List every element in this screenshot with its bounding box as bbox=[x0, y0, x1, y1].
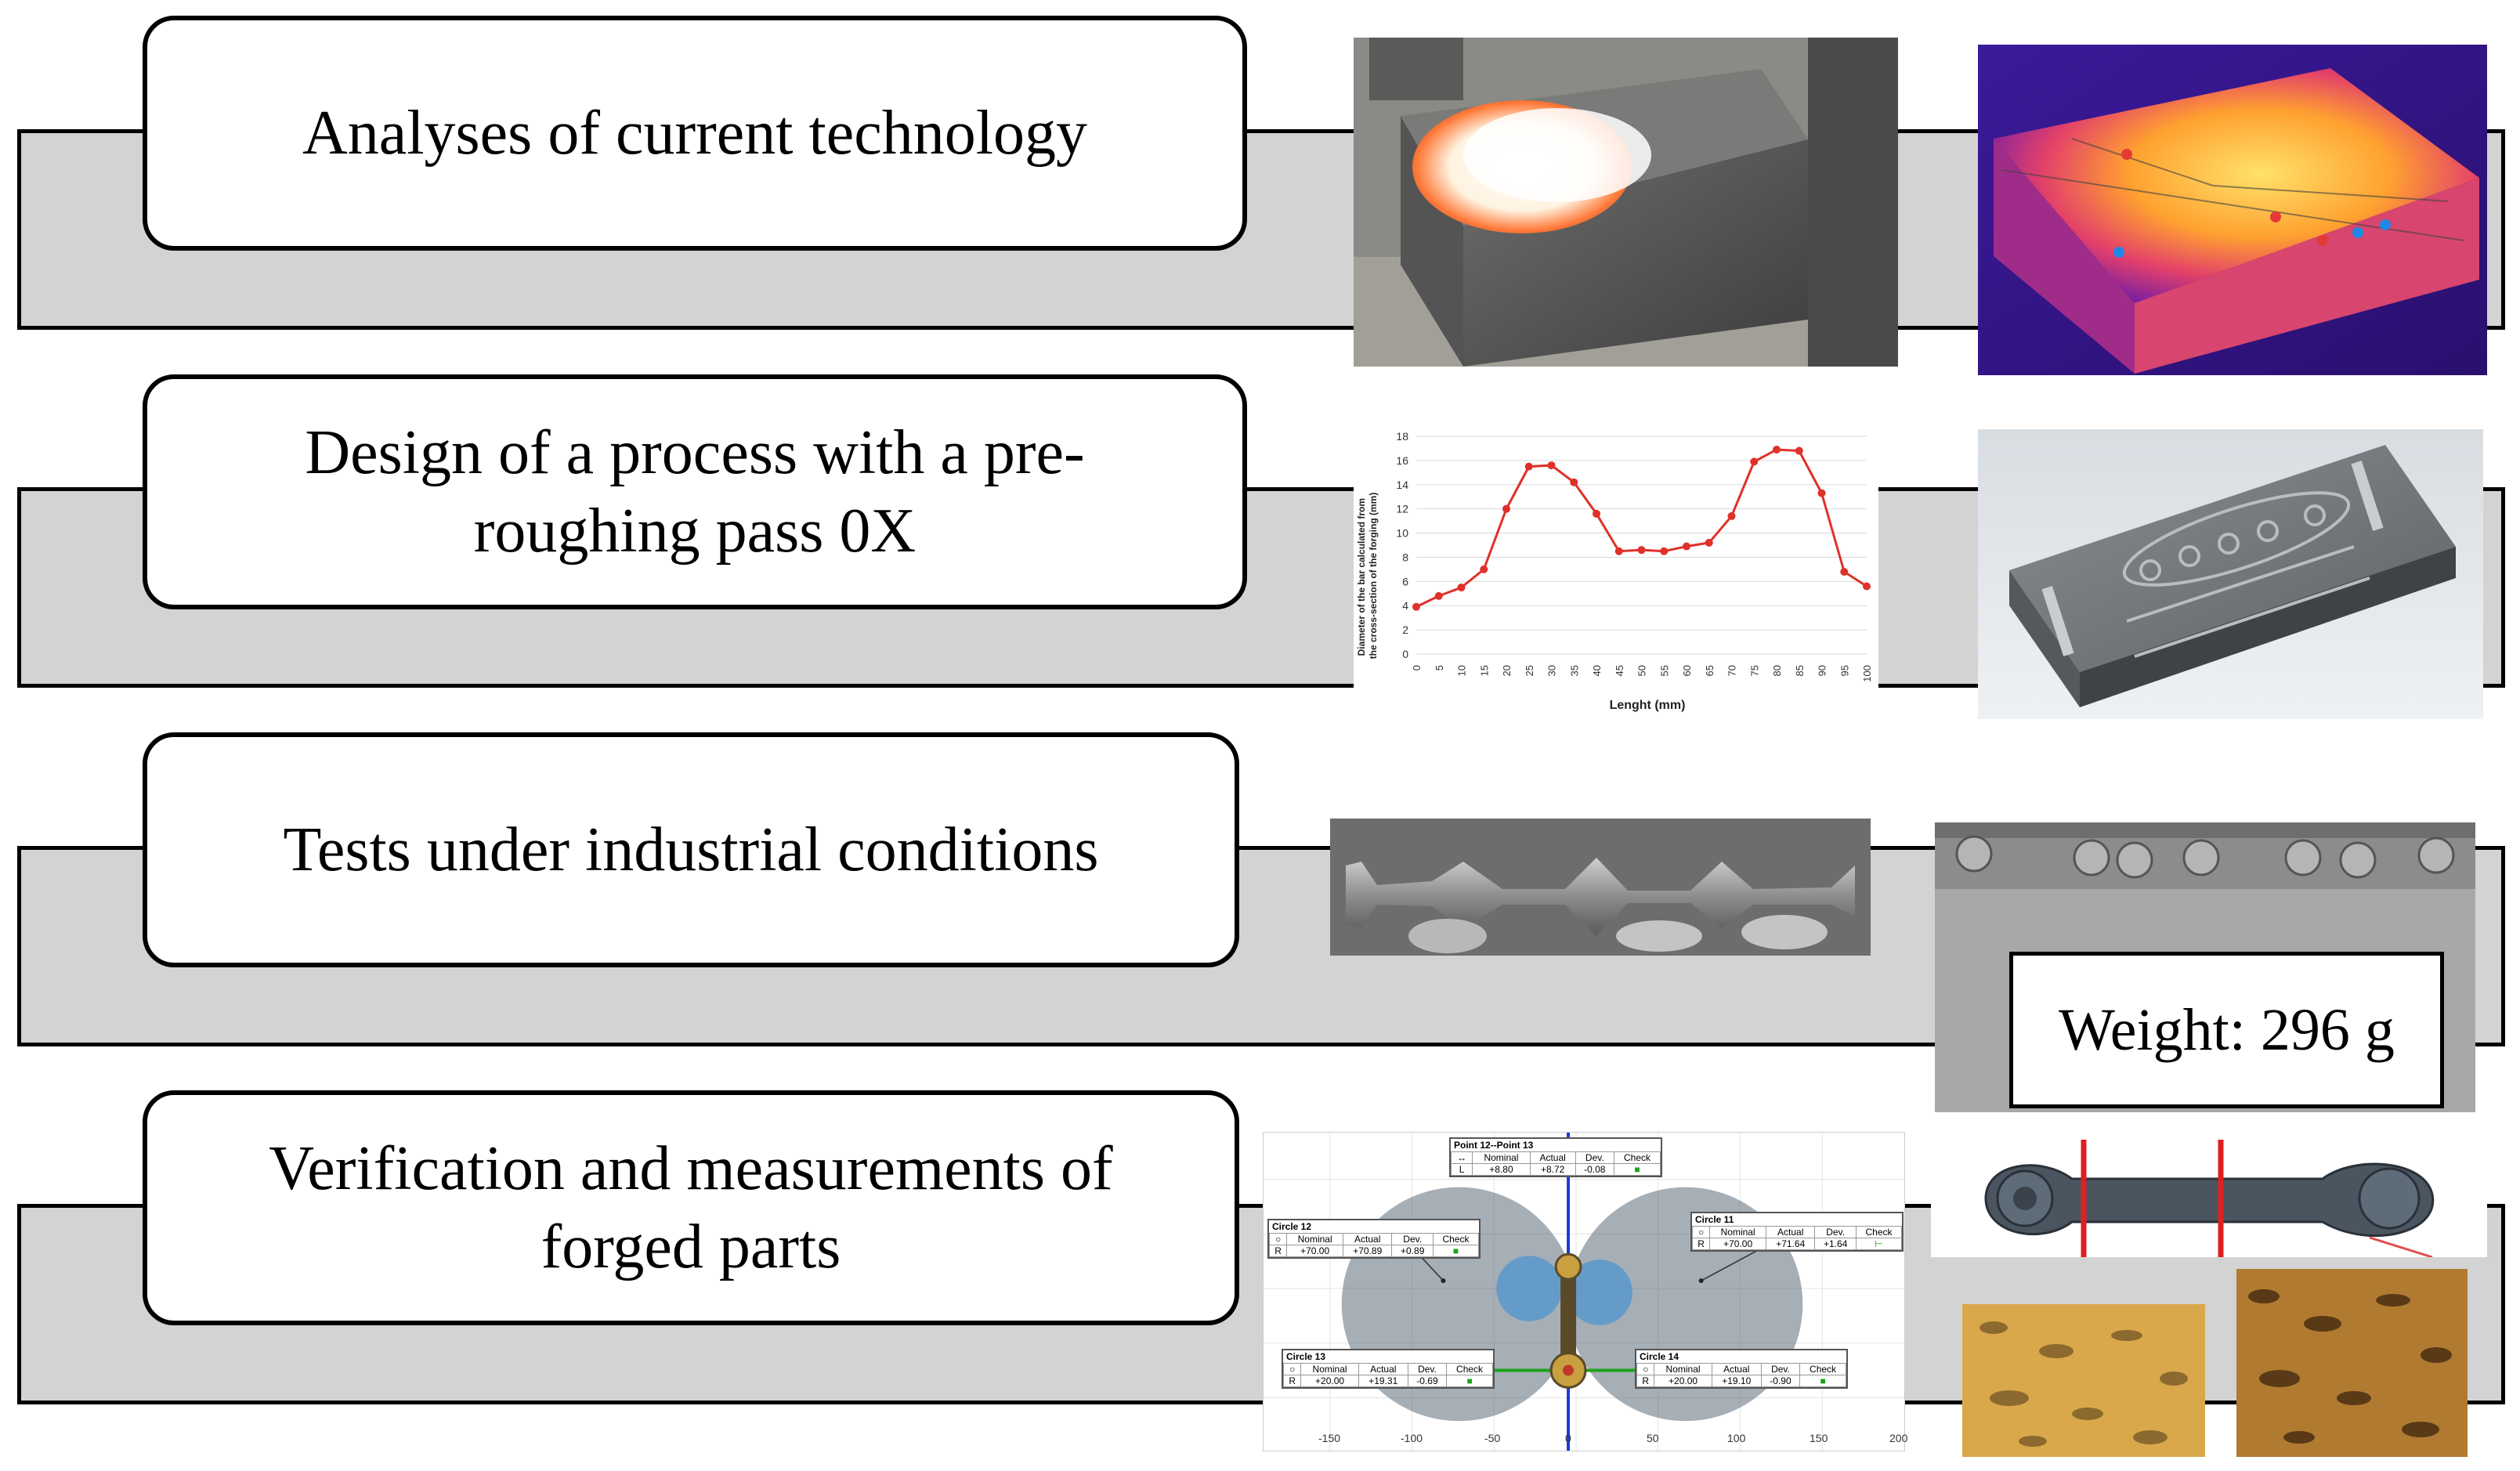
measurement-table-circle-14: Circle 14 ○ Nominal Actual Dev. Check R … bbox=[1635, 1349, 1848, 1389]
chart-x-tick-label: 30 bbox=[1546, 665, 1558, 676]
chart-x-tick-label: 40 bbox=[1591, 665, 1603, 676]
measurement-axis-tick: 200 bbox=[1889, 1432, 1908, 1444]
chart-x-axis-label: Lenght (mm) bbox=[1610, 699, 1686, 712]
stage-label-verification: Verification and measurements of forged … bbox=[269, 1134, 1113, 1281]
chart-data-point bbox=[1817, 489, 1826, 497]
chart-y-tick-label: 0 bbox=[1402, 648, 1408, 660]
chart-y-tick-label: 6 bbox=[1402, 575, 1408, 587]
chart-data-point bbox=[1705, 538, 1713, 547]
measurement-table-circle-12: Circle 12 ○ Nominal Actual Dev. Check R … bbox=[1267, 1219, 1481, 1259]
micrograph-left bbox=[1962, 1304, 2205, 1457]
chart-y-tick-label: 14 bbox=[1396, 479, 1408, 491]
chart-x-tick-label: 75 bbox=[1748, 665, 1760, 676]
chart-x-tick-label: 35 bbox=[1568, 665, 1580, 676]
chart-data-point bbox=[1457, 584, 1466, 592]
chart-x-tick-label: 55 bbox=[1658, 665, 1670, 676]
chart-x-tick-label: 60 bbox=[1681, 665, 1693, 676]
chart-data-point bbox=[1614, 547, 1623, 555]
chart-y-axis-label: Diameter of the bar calculated from the … bbox=[1356, 493, 1379, 660]
measurement-axis-tick: 100 bbox=[1727, 1432, 1746, 1444]
chart-x-tick-label: 70 bbox=[1726, 665, 1738, 676]
check-pass-icon: ■ bbox=[1614, 1163, 1661, 1176]
stage-box-analyses: Analyses of current technology bbox=[143, 16, 1247, 251]
forged-part-cad bbox=[1931, 1140, 2487, 1257]
measurement-axis-tick: 150 bbox=[1810, 1432, 1828, 1444]
chart-data-point bbox=[1434, 591, 1443, 600]
check-pass-icon: ■ bbox=[1433, 1245, 1479, 1257]
chart-x-tick-label: 50 bbox=[1636, 665, 1648, 676]
chart-y-tick-label: 10 bbox=[1396, 527, 1408, 540]
chart-x-tick-label: 100 bbox=[1861, 665, 1873, 682]
chart-data-point bbox=[1683, 542, 1690, 551]
chart-data-point bbox=[1863, 582, 1871, 591]
measurement-axis-tick: 50 bbox=[1647, 1432, 1659, 1444]
diameter-chart: 0 2 4 6 8 10 12 14 16 18 0 5 10 15 20 25 30 35 40 45 50 55 60… bbox=[1354, 427, 1878, 718]
weight-label: Weight: 296 g bbox=[2059, 996, 2395, 1063]
chart-y-tick-label: 12 bbox=[1396, 503, 1408, 515]
chart-y-tick-label: 8 bbox=[1402, 551, 1408, 563]
chart-data-point bbox=[1593, 509, 1600, 518]
chart-x-tick-label: 5 bbox=[1434, 665, 1445, 670]
stage-box-tests: Tests under industrial conditions bbox=[143, 732, 1239, 967]
measurement-axis-tick: -50 bbox=[1484, 1432, 1501, 1444]
micrograph-right bbox=[2236, 1269, 2468, 1457]
chart-data-point bbox=[1773, 445, 1781, 454]
measurement-table-point: Point 12--Point 13 ↔ Nominal Actual Dev.… bbox=[1449, 1137, 1662, 1177]
chart-x-tick-label: 15 bbox=[1478, 665, 1490, 676]
die-3d-model bbox=[1978, 429, 2483, 719]
weight-label-box: Weight: 296 g bbox=[2009, 952, 2444, 1108]
thermal-image bbox=[1978, 45, 2487, 375]
chart-data-point bbox=[1750, 457, 1759, 466]
diameter-series-line bbox=[1415, 448, 1867, 609]
measurement-plot bbox=[1263, 1132, 1905, 1451]
chart-y-tick-label: 2 bbox=[1402, 623, 1408, 636]
chart-x-tick-label: 10 bbox=[1456, 665, 1468, 676]
chart-x-tick-label: 85 bbox=[1794, 665, 1806, 676]
chart-data-point bbox=[1795, 446, 1803, 455]
stage-box-design: Design of a process with a pre- roughing… bbox=[143, 374, 1247, 609]
measurement-axis-tick: -100 bbox=[1401, 1432, 1423, 1444]
chart-y-tick-label: 4 bbox=[1402, 599, 1408, 612]
measurement-axis-tick: 0 bbox=[1565, 1432, 1571, 1444]
chart-data-point bbox=[1524, 462, 1533, 471]
forged-bar-photo bbox=[1330, 819, 1871, 956]
measurement-table-circle-11: Circle 11 ○ Nominal Actual Dev. Check R … bbox=[1690, 1212, 1904, 1252]
stage-box-verification: Verification and measurements of forged … bbox=[143, 1090, 1239, 1325]
stage-label-analyses: Analyses of current technology bbox=[302, 99, 1087, 168]
stage-label-design: Design of a process with a pre- roughing… bbox=[305, 418, 1085, 566]
stage-label-tests: Tests under industrial conditions bbox=[283, 815, 1099, 884]
check-pass-icon: ■ bbox=[1446, 1375, 1493, 1387]
chart-data-point bbox=[1637, 546, 1646, 555]
chart-x-tick-label: 45 bbox=[1614, 665, 1625, 676]
chart-x-tick-label: 0 bbox=[1411, 665, 1423, 670]
check-pass-icon: ■ bbox=[1799, 1375, 1846, 1387]
chart-data-point bbox=[1727, 511, 1736, 520]
chart-data-point bbox=[1412, 602, 1420, 611]
chart-data-point bbox=[1840, 567, 1849, 576]
chart-x-tick-label: 20 bbox=[1501, 665, 1513, 676]
chart-data-point bbox=[1660, 547, 1669, 555]
chart-data-point bbox=[1570, 478, 1578, 486]
chart-x-tick-label: 80 bbox=[1771, 665, 1783, 676]
chart-y-tick-label: 18 bbox=[1396, 430, 1408, 443]
measurement-axis-tick: -150 bbox=[1318, 1432, 1341, 1444]
chart-data-point bbox=[1480, 565, 1488, 573]
chart-y-tick-label: 16 bbox=[1396, 454, 1408, 467]
measurement-table-circle-13: Circle 13 ○ Nominal Actual Dev. Check R … bbox=[1282, 1349, 1495, 1389]
chart-x-tick-label: 90 bbox=[1817, 665, 1828, 676]
chart-x-tick-label: 95 bbox=[1838, 665, 1850, 676]
check-warning-icon: ⊢ bbox=[1856, 1238, 1902, 1250]
chart-data-point bbox=[1502, 504, 1510, 513]
chart-x-tick-label: 65 bbox=[1704, 665, 1716, 676]
chart-data-point bbox=[1547, 461, 1556, 470]
diameter-chart-svg: 0 2 4 6 8 10 12 14 16 18 0 5 10 15 20 25 30 35 40 45 50 55 60… bbox=[1356, 430, 1873, 712]
chart-x-tick-label: 25 bbox=[1524, 665, 1535, 676]
hot-die-photo bbox=[1354, 38, 1898, 367]
